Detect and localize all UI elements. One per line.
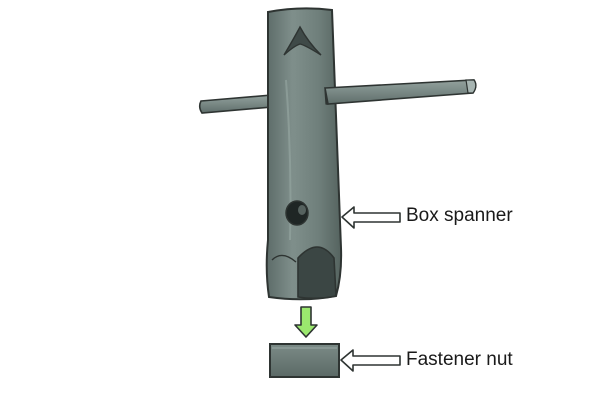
box-spanner-label: Box spanner — [406, 205, 513, 226]
tommy-bar-hole-rim — [298, 205, 306, 215]
left-arrow-icon — [340, 349, 401, 372]
fastener-nut-label: Fastener nut — [406, 349, 513, 370]
tommy-bar-right-tip — [465, 79, 477, 94]
tommy-bar-left — [198, 94, 273, 114]
bottom-socket-edge — [271, 254, 297, 263]
box-spanner — [265, 7, 343, 301]
bottom-socket — [297, 246, 337, 300]
tommy-bar-right — [324, 79, 477, 105]
fastener-nut — [269, 343, 340, 378]
down-arrow-icon — [294, 306, 318, 338]
top-slot — [283, 25, 322, 56]
left-arrow-icon — [341, 206, 401, 229]
